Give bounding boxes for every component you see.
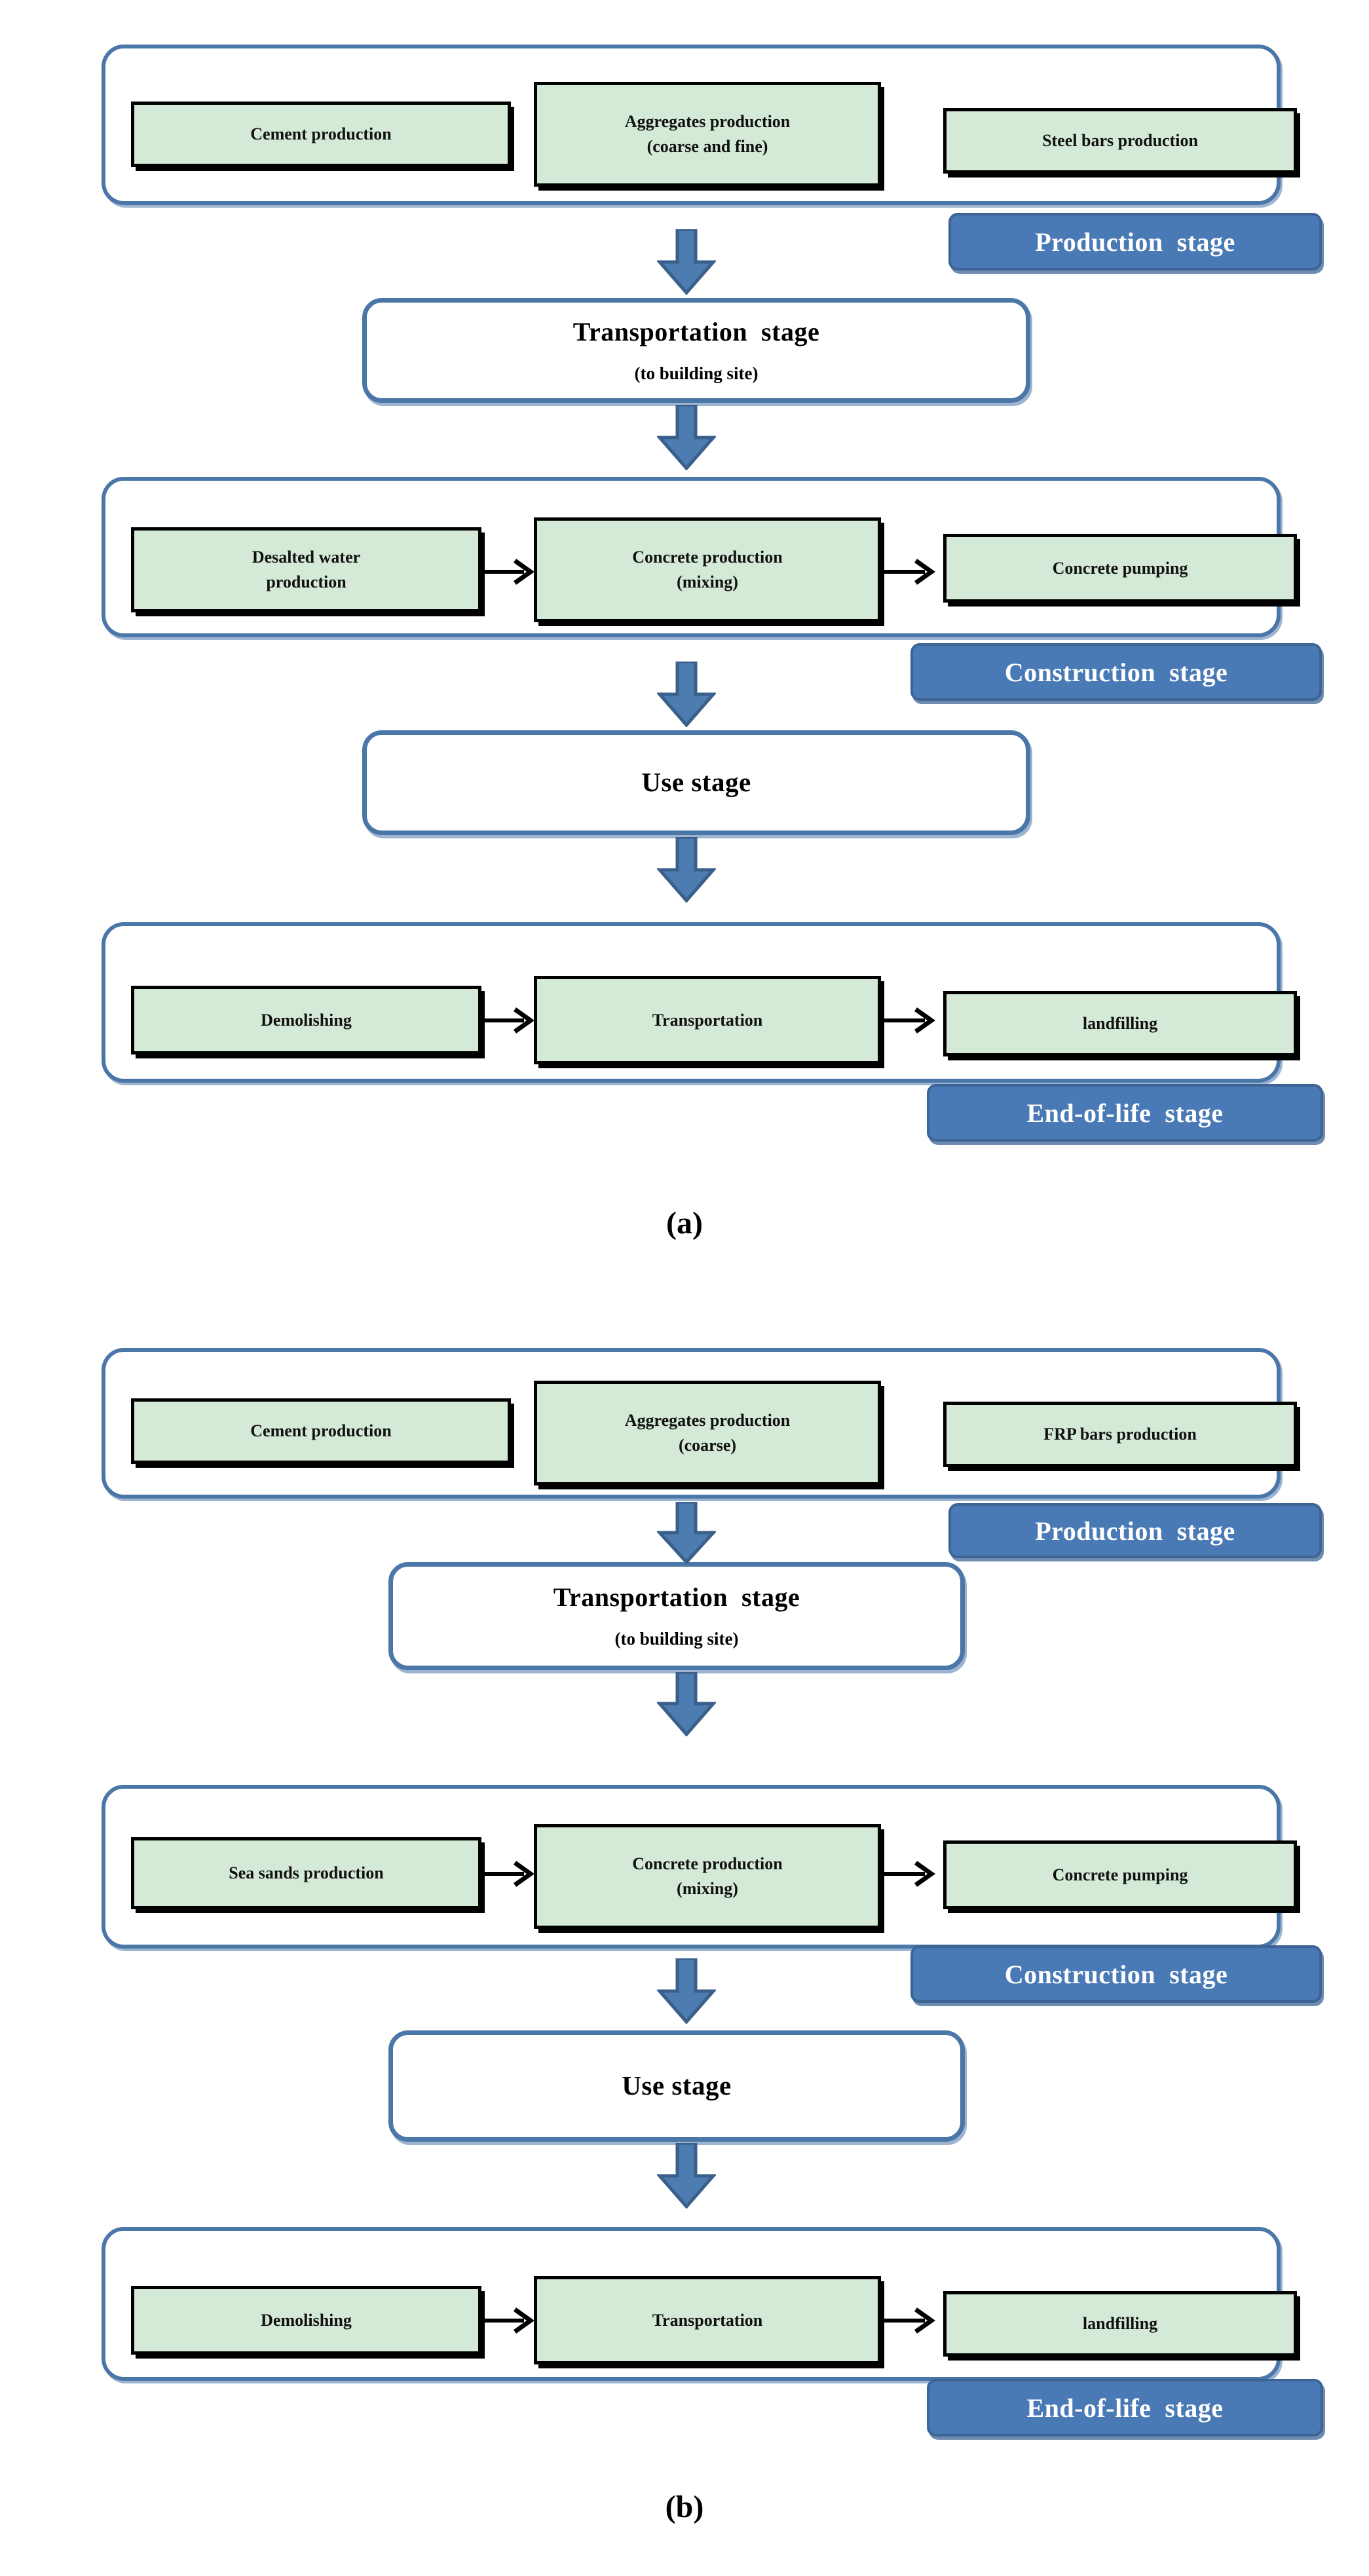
process-box-sea-sands-production-b: Sea sands production	[131, 1837, 481, 1909]
process-label: Demolishing	[261, 2310, 352, 2330]
flow-arrow-down-b1	[657, 1502, 716, 1564]
process-box-landfilling-a: landfilling	[943, 991, 1297, 1056]
process-box-demolishing-a: Demolishing	[131, 986, 481, 1055]
process-label-line1: Concrete production	[632, 548, 783, 567]
process-label-line1: Desalted water	[252, 548, 361, 567]
process-label-line2: (coarse and fine)	[647, 137, 768, 156]
caption-label: (a)	[666, 1206, 703, 1241]
process-label: Concrete pumping	[1052, 558, 1188, 578]
process-box-landfilling-b: landfilling	[943, 2291, 1297, 2357]
flow-arrow-right-b4	[884, 2307, 935, 2334]
process-box-concrete-production-b: Concrete production (mixing)	[534, 1824, 881, 1929]
flow-arrow-right-a2	[884, 558, 935, 586]
use-stage-b: Use stage	[388, 2030, 965, 2142]
process-box-aggregates-production-a: Aggregates production (coarse and fine)	[534, 82, 881, 187]
badge-label: Construction stage	[1004, 657, 1228, 687]
stage-title: Transportation stage	[572, 316, 820, 346]
flow-arrow-down-a1	[657, 229, 716, 295]
stage-subtitle: (to building site)	[634, 363, 759, 383]
stage-subtitle: (to building site)	[614, 1629, 739, 1649]
flow-arrow-down-b3	[657, 1958, 716, 2024]
process-label: Demolishing	[261, 1010, 352, 1030]
flow-arrow-down-a3	[657, 662, 716, 727]
process-label: Transportation	[652, 2310, 763, 2330]
process-box-cement-production-b: Cement production	[131, 1398, 511, 1464]
process-box-concrete-production-a: Concrete production (mixing)	[534, 517, 881, 622]
flow-arrow-right-a3	[483, 1007, 534, 1034]
figure-caption-a: (a)	[619, 1205, 750, 1241]
badge-construction-stage-a: Construction stage	[910, 643, 1322, 701]
stage-title: Transportation stage	[553, 1582, 800, 1612]
use-stage-a: Use stage	[362, 730, 1030, 835]
process-label: Sea sands production	[229, 1863, 384, 1883]
process-box-demolishing-b: Demolishing	[131, 2286, 481, 2355]
transportation-stage-b: Transportation stage (to building site)	[388, 1562, 965, 1670]
flow-arrow-right-a4	[884, 1007, 935, 1034]
process-label: landfilling	[1082, 2314, 1158, 2334]
process-label: Cement production	[250, 124, 392, 144]
stage-title: Use stage	[641, 767, 751, 798]
process-label-line2: (mixing)	[677, 1879, 738, 1898]
process-label: landfilling	[1082, 1014, 1158, 1034]
caption-label: (b)	[665, 2490, 704, 2524]
badge-end-of-life-stage-b: End-of-life stage	[927, 2379, 1323, 2436]
process-label-line2: (coarse)	[678, 1436, 737, 1455]
badge-label: End-of-life stage	[1026, 1098, 1224, 1128]
stage-title: Use stage	[622, 2070, 732, 2101]
badge-label: End-of-life stage	[1026, 2393, 1224, 2423]
flow-arrow-right-a1	[483, 558, 534, 586]
figure-caption-b: (b)	[619, 2489, 750, 2525]
process-label: Transportation	[652, 1010, 763, 1030]
process-box-steel-bars-production-a: Steel bars production	[943, 108, 1297, 174]
flow-arrow-right-b1	[483, 1860, 534, 1888]
process-label: Cement production	[250, 1421, 392, 1441]
badge-label: Production stage	[1035, 1516, 1235, 1546]
badge-construction-stage-b: Construction stage	[910, 1945, 1322, 2003]
flow-arrow-down-a2	[657, 405, 716, 470]
flow-arrow-down-b2	[657, 1672, 716, 1736]
process-box-aggregates-production-b: Aggregates production (coarse)	[534, 1381, 881, 1485]
process-box-transportation-b: Transportation	[534, 2276, 881, 2364]
process-box-transportation-a: Transportation	[534, 976, 881, 1064]
flow-arrow-down-a4	[657, 837, 716, 903]
badge-label: Production stage	[1035, 227, 1235, 257]
flow-arrow-right-b3	[483, 2307, 534, 2334]
flow-arrow-down-b4	[657, 2143, 716, 2209]
process-label-line2: (mixing)	[677, 572, 738, 591]
transportation-stage-a: Transportation stage (to building site)	[362, 298, 1030, 403]
process-label: Concrete pumping	[1052, 1865, 1188, 1884]
process-label-line1: Aggregates production	[624, 112, 791, 132]
process-box-cement-production-a: Cement production	[131, 102, 511, 167]
process-label-line1: Concrete production	[632, 1854, 783, 1874]
process-box-desalted-water-production-a: Desalted water production	[131, 527, 481, 612]
badge-label: Construction stage	[1004, 1959, 1228, 1989]
badge-production-stage-b: Production stage	[948, 1503, 1322, 1558]
process-box-concrete-pumping-b: Concrete pumping	[943, 1840, 1297, 1909]
process-label: Steel bars production	[1042, 131, 1198, 151]
process-label: FRP bars production	[1043, 1425, 1197, 1444]
process-box-frp-bars-production-b: FRP bars production	[943, 1402, 1297, 1467]
process-box-concrete-pumping-a: Concrete pumping	[943, 534, 1297, 603]
badge-end-of-life-stage-a: End-of-life stage	[927, 1084, 1323, 1142]
flow-arrow-right-b2	[884, 1860, 935, 1888]
process-label-line1: Aggregates production	[624, 1411, 791, 1430]
process-label-line2: production	[266, 572, 347, 591]
badge-production-stage-a: Production stage	[948, 213, 1322, 271]
